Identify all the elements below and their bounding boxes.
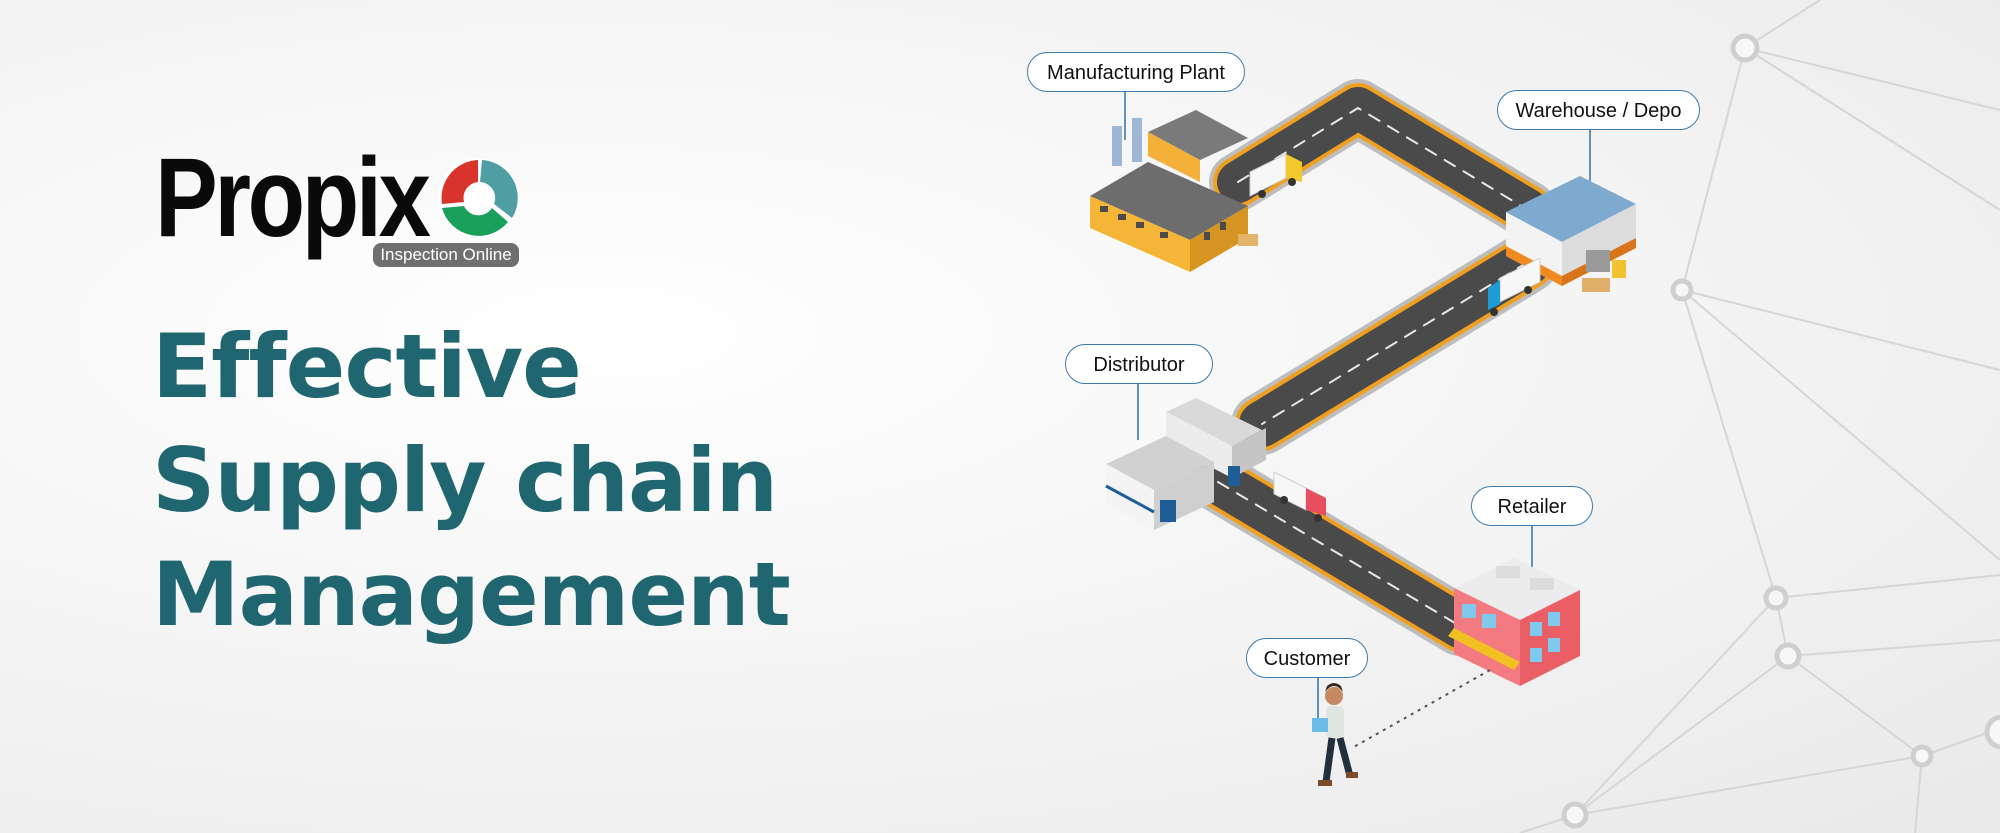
- factory-icon: [1090, 110, 1258, 272]
- headline-line-2: Supply chain: [152, 429, 778, 532]
- network-graph: [1519, 0, 2000, 833]
- truck-icon: [1273, 471, 1326, 522]
- label-manufacturing-plant: Manufacturing Plant: [1027, 52, 1245, 92]
- headline: Effective Supply chain Management: [152, 310, 791, 652]
- label-warehouse-depo: Warehouse / Depo: [1497, 90, 1700, 130]
- label-customer: Customer: [1246, 638, 1368, 678]
- warehouse-icon: [1506, 176, 1636, 292]
- truck-icon: [1249, 153, 1302, 198]
- truck-icon: [1488, 257, 1541, 316]
- distributor-building-icon: [1105, 398, 1266, 530]
- retail-store-icon: [1448, 558, 1580, 686]
- logo-wordmark: Propix: [155, 135, 431, 260]
- label-retailer: Retailer: [1471, 486, 1593, 526]
- headline-line-3: Management: [152, 543, 791, 646]
- propix-logo-swirl: [438, 158, 518, 238]
- label-distributor: Distributor: [1065, 344, 1213, 384]
- logo-tagline: Inspection Online: [373, 243, 519, 267]
- customer-person-icon: [1312, 683, 1358, 786]
- network-nodes: [1561, 33, 2000, 829]
- headline-line-1: Effective: [152, 315, 582, 418]
- supply-road: [1188, 79, 1559, 656]
- callout-leaders: [1124, 92, 1591, 718]
- propix-logo: Propix Inspection Online: [155, 142, 535, 272]
- delivery-path: [1351, 669, 1491, 749]
